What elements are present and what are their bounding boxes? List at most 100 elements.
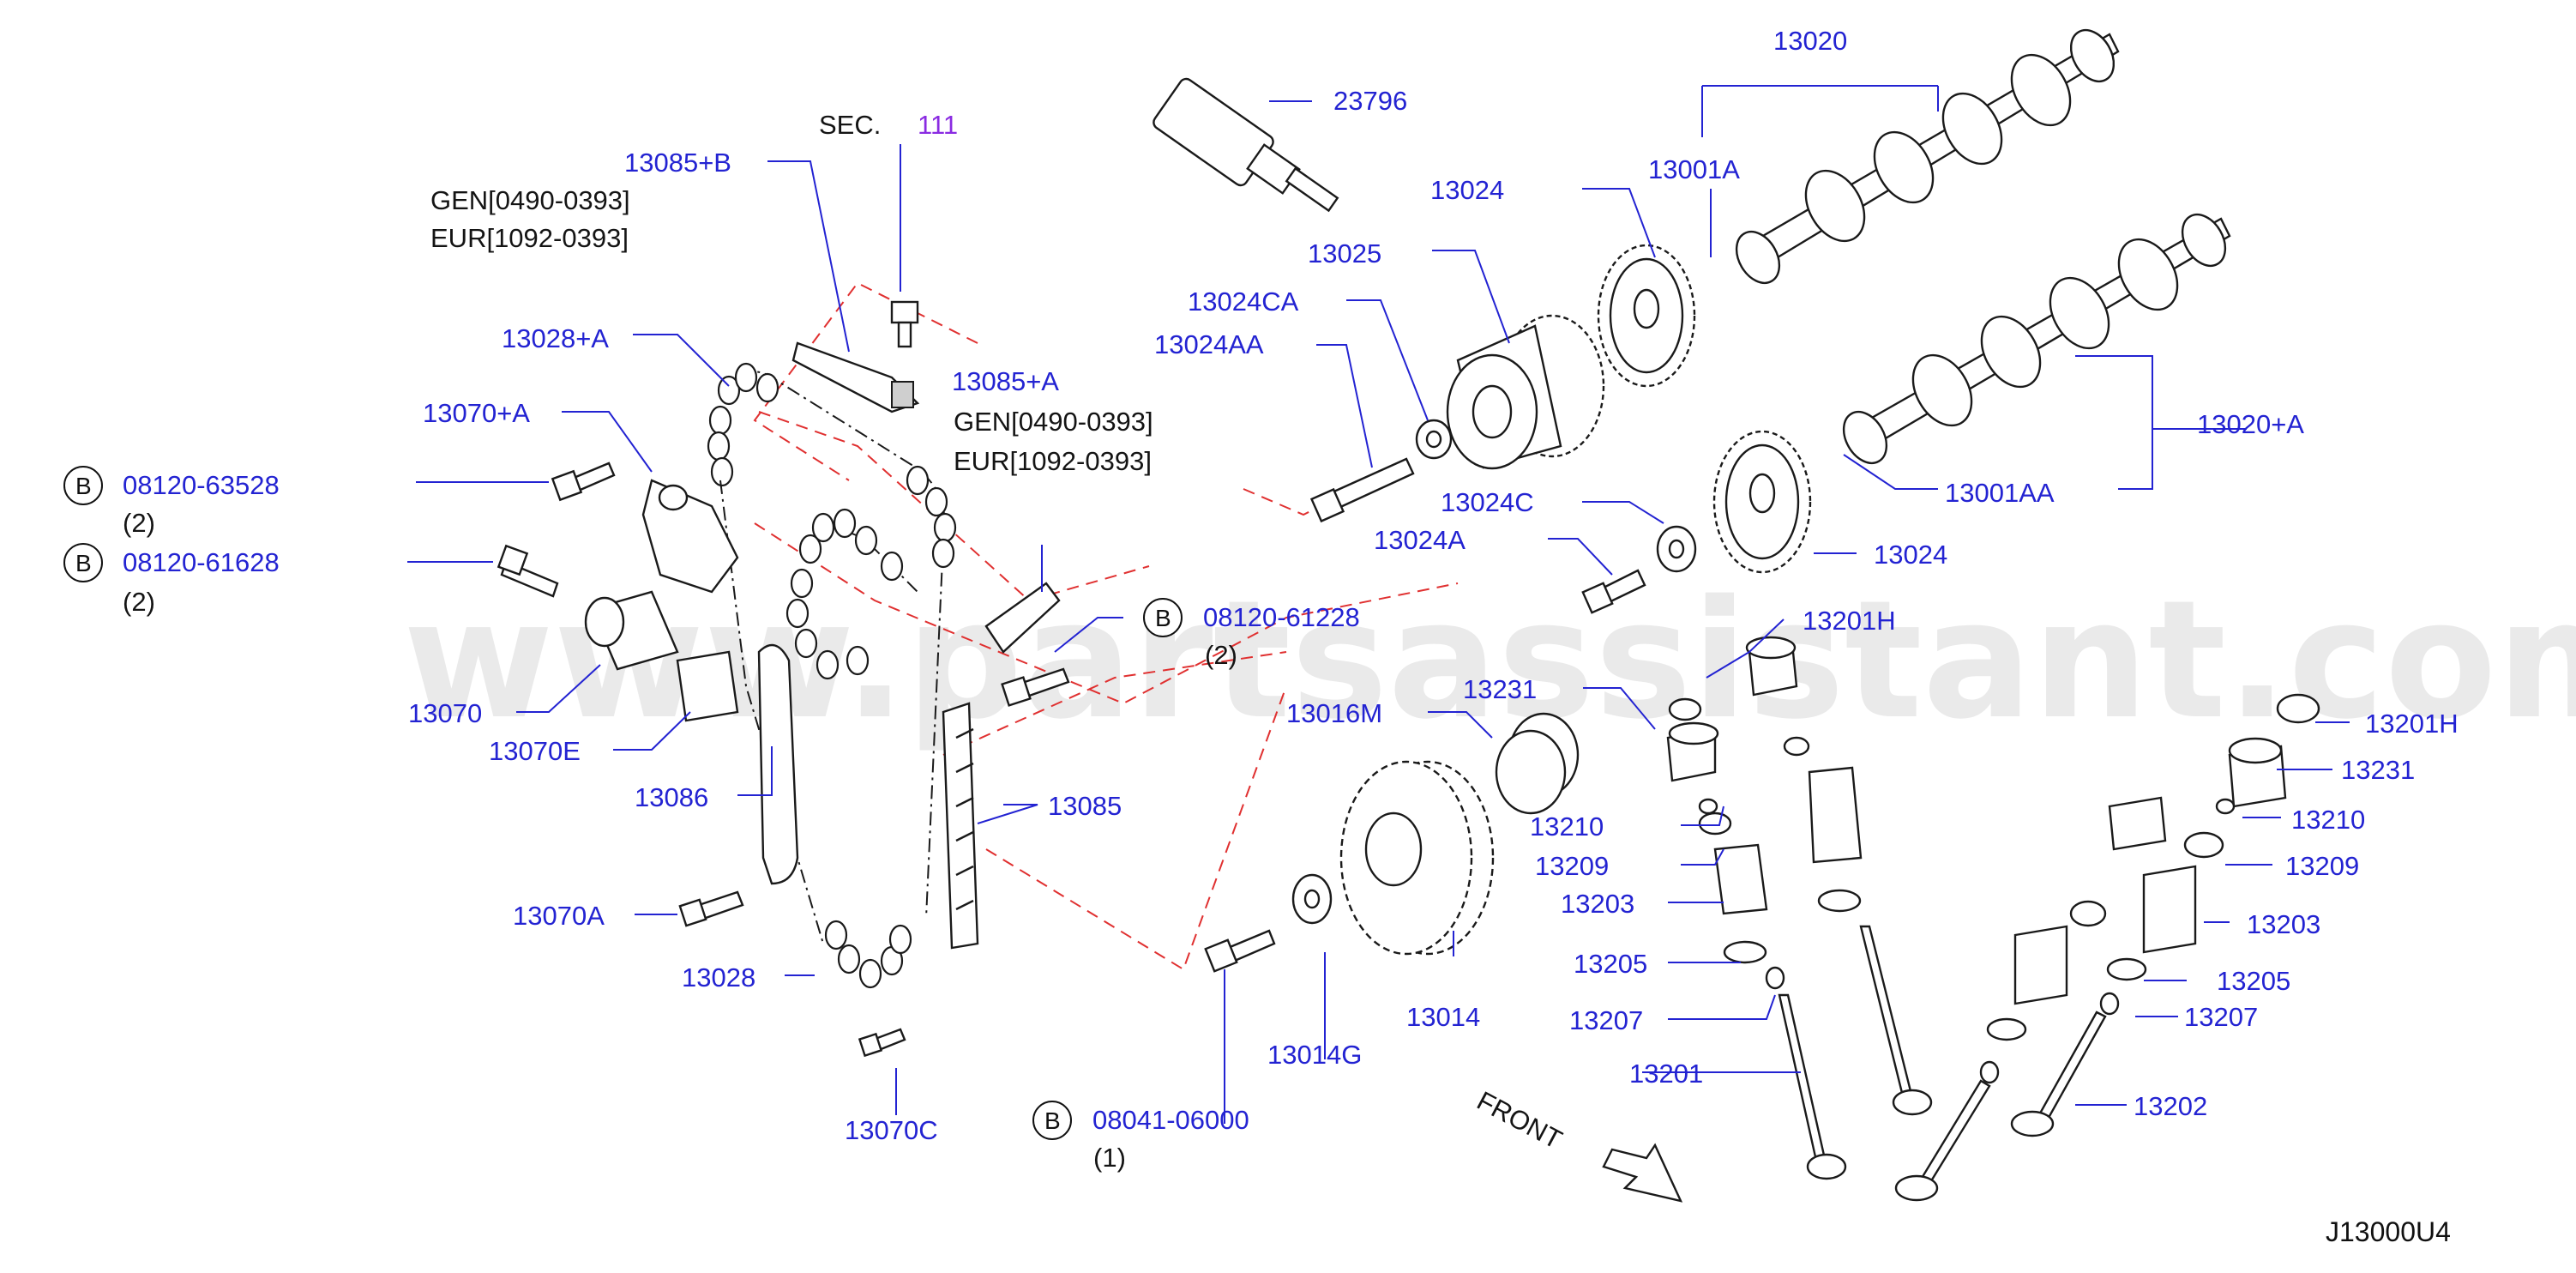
b-symbol: B xyxy=(63,543,103,582)
part-13020A-label[interactable]: 13020+A xyxy=(2197,409,2304,439)
bolt-number-label[interactable]: 08120-61228 xyxy=(1203,602,1360,632)
part-13231-right-label[interactable]: 13231 xyxy=(2341,755,2415,785)
timing-chain-lower-loop-drawing xyxy=(785,508,918,680)
part-13203-right-label[interactable]: 13203 xyxy=(2247,909,2320,939)
camshaft-sprocket-upper-drawing xyxy=(1597,244,1696,388)
chain-bottom-links-drawing xyxy=(824,920,912,989)
part-13205-center-label[interactable]: 13205 xyxy=(1574,949,1647,979)
chain-guide-13085B-drawing xyxy=(791,341,920,413)
svg-text:B: B xyxy=(75,550,92,576)
part-13028-label[interactable]: 13028 xyxy=(682,962,755,992)
part-13024AA-label[interactable]: 13024AA xyxy=(1154,329,1264,359)
bolt-callout-4: B 08041-06000 (1) xyxy=(1032,1101,1249,1173)
svg-text:B: B xyxy=(75,473,92,499)
sec-number-link[interactable]: 111 xyxy=(918,110,958,140)
front-label: FRONT xyxy=(1472,1085,1568,1155)
chain-links xyxy=(707,362,957,569)
b-symbol: B xyxy=(1143,598,1183,637)
bolt-number-label[interactable]: 08120-61628 xyxy=(123,547,280,577)
idler-shaft-13016M-drawing xyxy=(1495,712,1580,815)
washer-13024CA-drawing xyxy=(1415,419,1453,460)
part-13070A-plus-label[interactable]: 13070+A xyxy=(423,398,530,428)
part-13024CA-label[interactable]: 13024CA xyxy=(1188,287,1299,317)
idler-sprocket-13014-drawing xyxy=(1339,760,1495,956)
valve-train-right-drawing xyxy=(1894,693,2320,1202)
b-symbol: B xyxy=(1032,1101,1072,1140)
guide-13085A-drawing xyxy=(984,582,1061,654)
part-13203-center-label[interactable]: 13203 xyxy=(1561,889,1634,919)
bolt-callout-1: B 08120-63528 (2) xyxy=(63,466,280,538)
tension-guide-13085-drawing xyxy=(942,702,979,950)
washer-13014G-drawing xyxy=(1291,873,1333,925)
leader-lines xyxy=(407,85,2350,1124)
bolt-08120-63528-drawing xyxy=(551,462,616,502)
part-13070A-label[interactable]: 13070A xyxy=(513,901,605,931)
camshaft-position-sensor-drawing xyxy=(1153,77,1339,213)
camshaft-lower-drawing xyxy=(1842,213,2231,465)
part-13070-label[interactable]: 13070 xyxy=(408,698,482,728)
note-gen-b: GEN[0490-0393] xyxy=(430,185,630,215)
camshaft-upper-drawing xyxy=(1735,28,2120,285)
part-13024A-label[interactable]: 13024A xyxy=(1374,525,1466,555)
part-13209-center-label[interactable]: 13209 xyxy=(1535,851,1609,881)
part-13207-right-label[interactable]: 13207 xyxy=(2184,1002,2258,1032)
part-13205-right-label[interactable]: 13205 xyxy=(2217,966,2290,996)
bolt-08041-06000-drawing xyxy=(1204,929,1276,973)
bolt-qty: (2) xyxy=(123,587,155,617)
bolt-13024A-drawing xyxy=(1581,569,1646,614)
bolt-sec111-drawing xyxy=(890,300,919,348)
b-symbol: B xyxy=(63,466,103,505)
valve-timing-control-drawing xyxy=(1446,314,1605,470)
bolt-callout-3: B 08120-61228 (2) xyxy=(1143,598,1360,670)
gasket-13070E-drawing xyxy=(676,650,739,722)
bolt-qty: (1) xyxy=(1093,1143,1126,1173)
part-13016M-label[interactable]: 13016M xyxy=(1286,698,1382,728)
part-23796-label[interactable]: 23796 xyxy=(1333,86,1407,116)
part-13201H-right-label[interactable]: 13201H xyxy=(2365,709,2459,739)
part-13028A-label[interactable]: 13028+A xyxy=(502,323,609,353)
part-13024C-label[interactable]: 13024C xyxy=(1441,487,1534,517)
slack-guide-13086-drawing xyxy=(757,643,799,885)
sec-label: SEC. xyxy=(819,110,881,140)
part-13202-label[interactable]: 13202 xyxy=(2134,1091,2207,1121)
part-13086-label[interactable]: 13086 xyxy=(635,782,708,812)
part-13001AA-label[interactable]: 13001AA xyxy=(1945,478,2055,508)
chain-tensioner-13070A-plus-drawing xyxy=(641,479,739,594)
part-13201H-center-label[interactable]: 13201H xyxy=(1803,606,1896,636)
part-13014-label[interactable]: 13014 xyxy=(1406,1002,1480,1032)
part-13070C-label[interactable]: 13070C xyxy=(845,1115,938,1145)
bolt-13024AA-drawing xyxy=(1309,457,1415,523)
part-13209-right-label[interactable]: 13209 xyxy=(2285,851,2359,881)
bolt-13070A-drawing xyxy=(678,890,744,927)
part-13014G-label[interactable]: 13014G xyxy=(1267,1040,1362,1070)
bolt-number-label[interactable]: 08120-63528 xyxy=(123,470,280,500)
part-13085A-label[interactable]: 13085+A xyxy=(952,366,1059,396)
part-13020-label[interactable]: 13020 xyxy=(1773,26,1847,56)
diagram-code: J13000U4 xyxy=(2326,1216,2451,1247)
part-13025-label[interactable]: 13025 xyxy=(1308,238,1381,268)
bolt-callout-2: B 08120-61628 (2) xyxy=(63,543,280,617)
bolt-08120-61228-drawing xyxy=(1001,667,1070,707)
part-13210-right-label[interactable]: 13210 xyxy=(2291,805,2365,835)
part-13070E-label[interactable]: 13070E xyxy=(489,736,581,766)
part-13210-center-label[interactable]: 13210 xyxy=(1530,811,1604,842)
part-13085B-label[interactable]: 13085+B xyxy=(624,148,731,178)
part-13207-center-label[interactable]: 13207 xyxy=(1569,1005,1643,1035)
note-eur-b: EUR[1092-0393] xyxy=(430,223,629,253)
part-13085-label[interactable]: 13085 xyxy=(1048,791,1122,821)
bolt-qty: (2) xyxy=(123,508,155,538)
timing-chain-upper-drawing xyxy=(707,362,957,944)
part-13001A-label[interactable]: 13001A xyxy=(1648,154,1740,184)
part-13024-mid-label[interactable]: 13024 xyxy=(1874,540,1947,570)
part-13024-top-label[interactable]: 13024 xyxy=(1430,175,1504,205)
bolt-13070C-drawing xyxy=(858,1028,906,1058)
part-13201-label[interactable]: 13201 xyxy=(1629,1059,1703,1089)
bolt-qty: (2) xyxy=(1205,640,1237,670)
part-labels: 23796 13020 13001A 13024 13025 13024CA 1… xyxy=(408,26,2459,1145)
bolt-number-label[interactable]: 08041-06000 xyxy=(1092,1105,1249,1135)
note-gen-a: GEN[0490-0393] xyxy=(954,407,1153,437)
part-13231-center-label[interactable]: 13231 xyxy=(1463,674,1537,704)
front-arrow xyxy=(1602,1143,1683,1203)
valve-train-center-drawing xyxy=(1666,636,1933,1180)
